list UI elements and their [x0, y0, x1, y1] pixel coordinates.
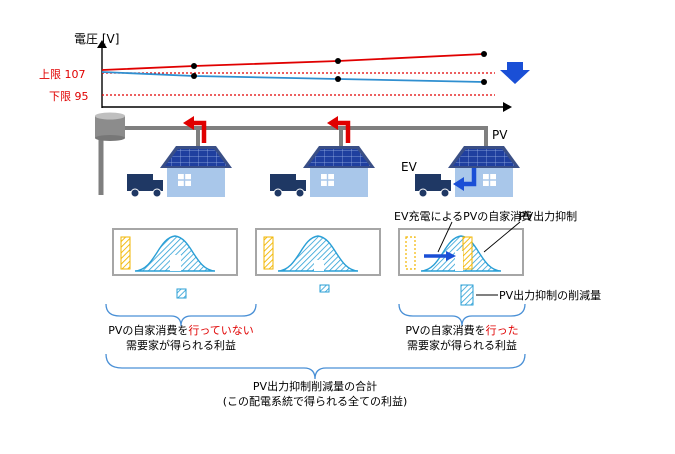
reduction-square-2 [319, 284, 330, 293]
leader-pv-curtailment [483, 221, 521, 253]
ev-label: EV [401, 160, 417, 174]
caption-without: PVの自家消費を行っていない 需要家が得られる利益 [106, 323, 256, 353]
brace-with [398, 303, 526, 327]
output-panel-3 [398, 228, 524, 276]
brace-without [105, 303, 257, 327]
output-panel-2 [255, 228, 381, 276]
pv-output-curve [134, 235, 216, 272]
demand-bar-shifted [462, 236, 473, 270]
vehicle-icon [270, 174, 306, 198]
voltage-point [191, 63, 197, 69]
leader-ev-self-consumption [437, 221, 453, 253]
demand-bar [263, 236, 274, 270]
caption-with-highlight: 行った [485, 324, 519, 337]
house-1 [127, 116, 232, 198]
ev-self-consumption-label: EV充電によるPVの自家消費 [394, 210, 533, 223]
x-axis-arrowhead [503, 102, 512, 112]
y-axis-arrowhead [97, 40, 107, 48]
reverse-flow-arrow-icon [192, 120, 207, 143]
voltage-point [335, 58, 341, 64]
caption-with-prefix: PVの自家消費を [405, 324, 486, 337]
pv-notch [314, 260, 324, 271]
voltage-point [481, 79, 487, 85]
house-2 [270, 116, 375, 198]
voltage-point [481, 51, 487, 57]
solar-panel [453, 149, 515, 166]
solar-panel [308, 149, 370, 166]
ev-charging-arrow-icon [462, 168, 477, 187]
demand-bar-dashed [405, 236, 416, 270]
ev-icon [415, 174, 451, 198]
voltage-line-low [101, 71, 485, 83]
caption-with-line2: 需要家が得られる利益 [407, 339, 517, 352]
pv-label: PV [492, 128, 508, 142]
upper-limit-label: 上限 107 [39, 68, 86, 81]
reduction-square-1 [176, 288, 187, 299]
caption-without-highlight: 行っていない [188, 324, 254, 337]
solar-panel [165, 149, 227, 166]
reduction-square-3 [460, 284, 474, 306]
pv-notch [455, 251, 463, 271]
voltage-graph [97, 40, 530, 112]
distribution-system [95, 112, 488, 195]
caption-total-line2: (この配電系統で得られる全ての利益) [222, 395, 408, 408]
voltage-point [191, 73, 197, 79]
house-wall [310, 166, 368, 197]
lower-limit-label: 下限 95 [49, 90, 89, 103]
caption-with: PVの自家消費を行った 需要家が得られる利益 [392, 323, 532, 353]
house-3 [415, 146, 520, 198]
caption-total-line1: PV出力抑制削減量の合計 [252, 380, 378, 393]
vehicle-icon [127, 174, 163, 198]
output-panel-1 [112, 228, 238, 276]
voltage-down-arrow-icon [500, 62, 530, 84]
pv-output-curve [277, 235, 359, 272]
demand-bar [120, 236, 131, 270]
curtailment-reduction-label: PV出力抑制の削減量 [499, 289, 602, 302]
voltage-point [335, 76, 341, 82]
voltage-line-high [101, 53, 485, 71]
caption-total: PV出力抑制削減量の合計 (この配電系統で得られる全ての利益) [205, 379, 425, 409]
reverse-flow-arrow-icon [336, 120, 351, 143]
voltage-axis-label: 電圧 [V] [74, 32, 120, 46]
brace-total [105, 353, 526, 380]
transformer-icon [95, 112, 125, 141]
caption-without-line2: 需要家が得られる利益 [126, 339, 236, 352]
pv-curtailment-label: PV出力抑制 [519, 210, 578, 223]
caption-without-prefix: PVの自家消費を [108, 324, 189, 337]
pv-notch [170, 255, 181, 271]
house-wall [167, 166, 225, 197]
